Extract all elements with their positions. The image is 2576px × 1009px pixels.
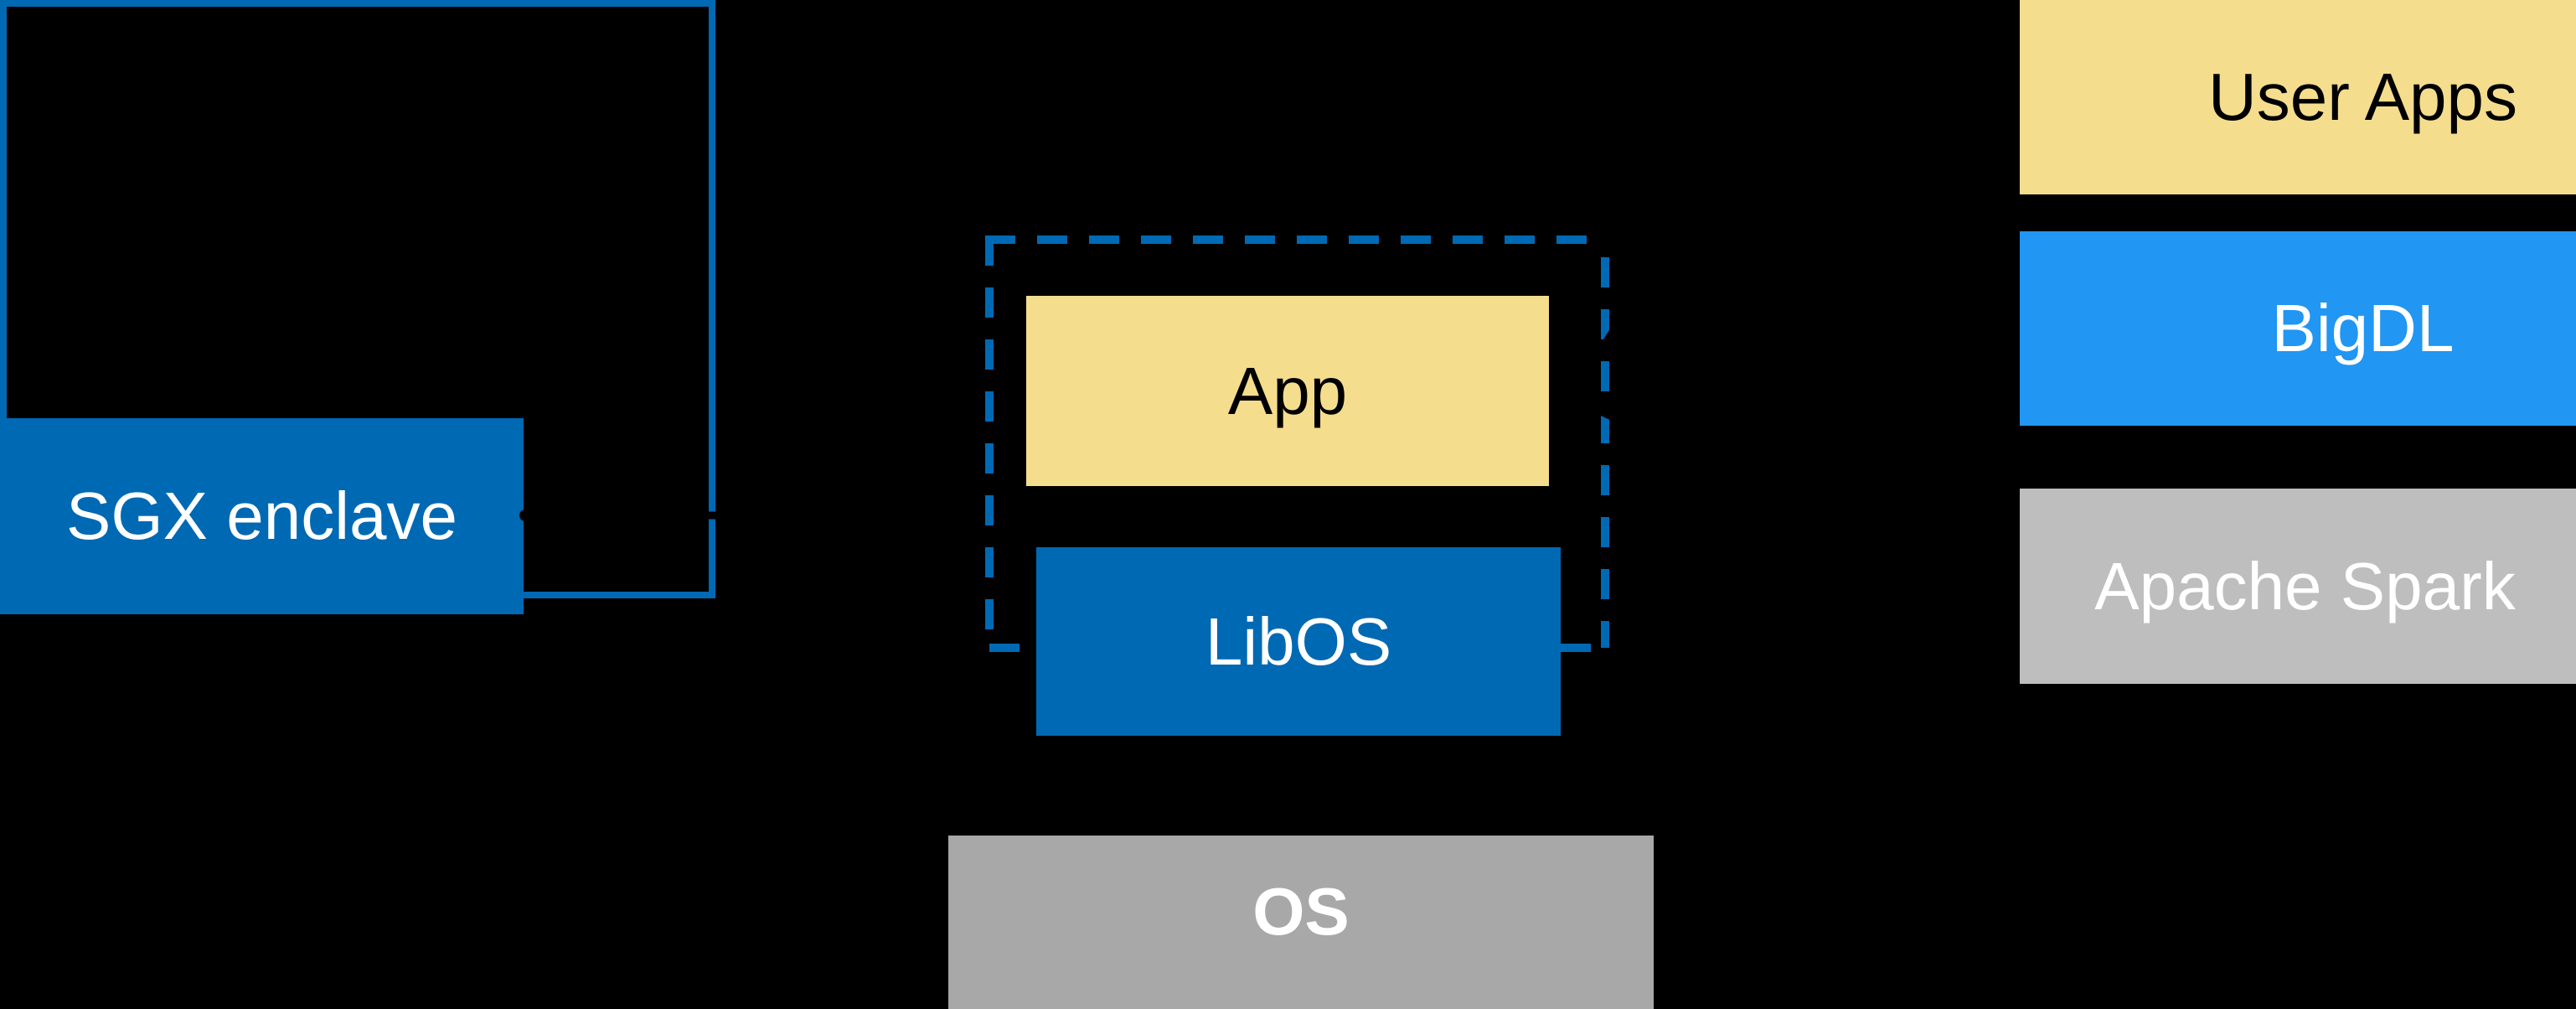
bigdl-label: BigDL	[2271, 291, 2455, 365]
boundary-arrow-line	[1622, 104, 1921, 329]
apache-spark-label: Apache Spark	[2094, 548, 2516, 624]
app-arrow-line	[1572, 395, 1921, 564]
libos-box: LibOS	[1036, 547, 1561, 736]
bigdl-box: BigDL	[2020, 231, 2576, 426]
app-box: App	[1026, 296, 1549, 486]
app-arrowhead-icon	[1549, 387, 1580, 410]
boundary-arrowhead-icon	[1602, 316, 1631, 342]
apache-spark-box: Apache Spark	[2020, 489, 2576, 684]
user-apps-box: User Apps	[2020, 0, 2576, 194]
sgx-enclave-box: SGX enclave	[0, 418, 524, 614]
os-label: OS	[1252, 874, 1350, 949]
user-apps-label: User Apps	[2207, 60, 2518, 134]
sgx-enclave-label: SGX enclave	[66, 479, 457, 553]
libos-label: LibOS	[1205, 603, 1392, 679]
os-box: OS	[948, 836, 1654, 1009]
app-label: App	[1227, 353, 1348, 428]
connector-dot-icon	[519, 510, 531, 521]
